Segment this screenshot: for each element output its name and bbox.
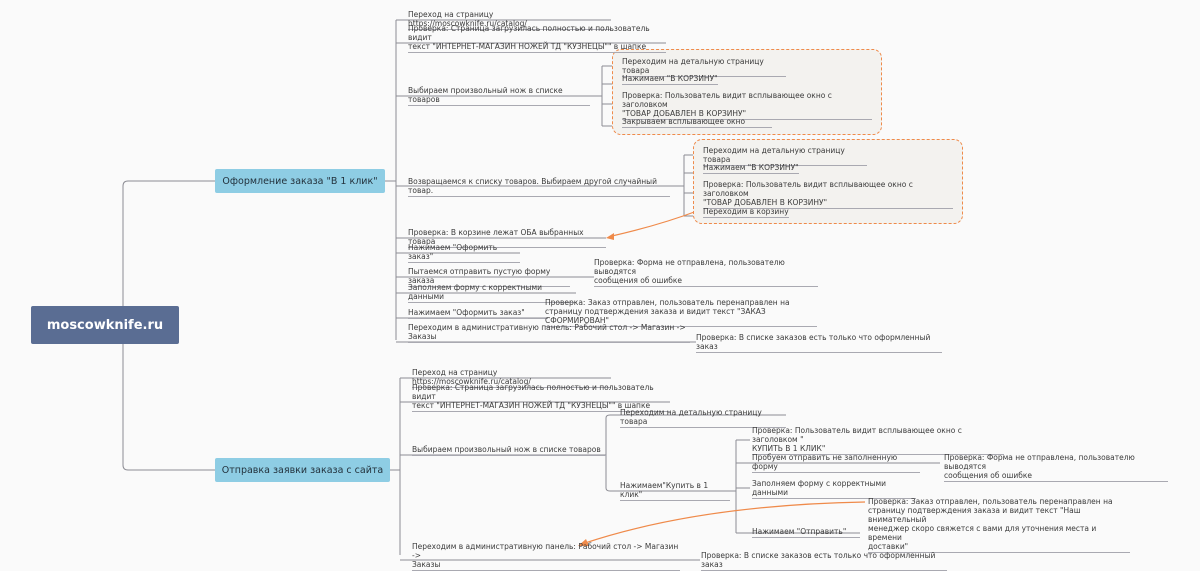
connector-group2 [670, 154, 700, 217]
node2-check-popup[interactable]: Проверка: Пользователь видит всплывающее… [752, 426, 1004, 455]
node-go-to-cart[interactable]: Переходим в корзину [703, 207, 789, 218]
node2-open-product[interactable]: Переходим на детальную страницу товара [620, 408, 786, 428]
node-check-order-created[interactable]: Проверка: Заказ отправлен, пользователь … [545, 298, 817, 327]
node-pick-knife[interactable]: Выбираем произвольный нож в списке товар… [408, 86, 590, 106]
node2-fill-form[interactable]: Заполняем форму с корректными данными [752, 479, 916, 499]
connector-m3-children [605, 414, 786, 492]
node2-buy-one-click[interactable]: Нажимаем"Купить в 1 клик" [620, 481, 730, 501]
node-open-product-2[interactable]: Переходим на детальную страницу товара [703, 146, 867, 166]
node2-open-catalog[interactable]: Переход на страницу https://moscowknife.… [412, 368, 611, 388]
node2-pick-knife[interactable]: Выбираем произвольный нож в списке товар… [412, 445, 606, 456]
connector-branch2-trunk [390, 378, 401, 555]
node2-check-order-sent[interactable]: Проверка: Заказ отправлен, пользователь … [868, 497, 1130, 553]
node-submit-empty-form[interactable]: Пытаемся отправить пустую форму заказа [408, 267, 570, 287]
connector-branch2-leaves [400, 377, 680, 561]
node-click-checkout[interactable]: Нажимаем "Оформить заказ" [408, 243, 520, 263]
node2-check-form-errors[interactable]: Проверка: Форма не отправлена, пользоват… [944, 453, 1168, 482]
node-check-cart[interactable]: Проверка: В корзине лежат ОБА выбранных … [408, 228, 606, 248]
arrow-cart-check [611, 210, 698, 237]
node-open-admin[interactable]: Переходим в административную панель: Раб… [408, 323, 690, 343]
arrow-order-sent [584, 501, 866, 544]
node2-open-admin[interactable]: Переходим в административную панель: Раб… [412, 542, 680, 571]
connector-root-branch2 [122, 325, 215, 471]
node-check-form-errors[interactable]: Проверка: Форма не отправлена, пользоват… [594, 258, 818, 287]
node-add-to-cart-2[interactable]: Нажимаем "В КОРЗИНУ" [703, 163, 799, 174]
group-add-to-cart-1 [612, 49, 882, 135]
node-open-product-1[interactable]: Переходим на детальную страницу товара [622, 57, 786, 77]
node-fill-form[interactable]: Заполняем форму с корректными данными [408, 283, 576, 303]
node2-submit-empty-form[interactable]: Пробуем отправить не заполненную форму [752, 453, 920, 473]
group-add-to-cart-2 [693, 139, 963, 224]
branch-site-order-request[interactable]: Отправка заявки заказа с сайта [215, 458, 390, 482]
node-add-to-cart-1[interactable]: Нажимаем "В КОРЗИНУ" [622, 74, 718, 85]
node-check-popup-2[interactable]: Проверка: Пользователь видит всплывающее… [703, 180, 953, 209]
node-close-popup[interactable]: Закрываем всплывающее окно [622, 117, 772, 128]
branch-one-click-order[interactable]: Оформление заказа "В 1 клик" [215, 169, 385, 193]
node-back-to-list[interactable]: Возвращаемся к списку товаров. Выбираем … [408, 177, 670, 197]
root-node[interactable]: moscowknife.ru [31, 306, 179, 344]
arrowhead-cart-check [606, 233, 614, 240]
connector-group1 [590, 65, 620, 127]
node-place-order[interactable]: Нажимаем "Оформить заказ" [408, 308, 548, 319]
arrowhead-order-sent [578, 539, 589, 546]
node-check-popup-1[interactable]: Проверка: Пользователь видит всплывающее… [622, 91, 872, 120]
node2-check-admin-orders[interactable]: Проверка: В списке заказов есть только ч… [701, 551, 947, 571]
node-check-page-loaded[interactable]: Проверка: Страница загрузилась полностью… [408, 24, 666, 53]
connector-branch1-trunk [385, 20, 397, 340]
connector-root-branch1 [122, 180, 215, 326]
node2-check-page-loaded[interactable]: Проверка: Страница загрузилась полностью… [412, 383, 670, 412]
node2-click-send[interactable]: Нажимаем "Отправить" [752, 527, 860, 538]
node-check-admin-orders[interactable]: Проверка: В списке заказов есть только ч… [696, 333, 942, 353]
node-open-catalog[interactable]: Переход на страницу https://moscowknife.… [408, 10, 611, 30]
connector-m3b-children [730, 439, 940, 534]
